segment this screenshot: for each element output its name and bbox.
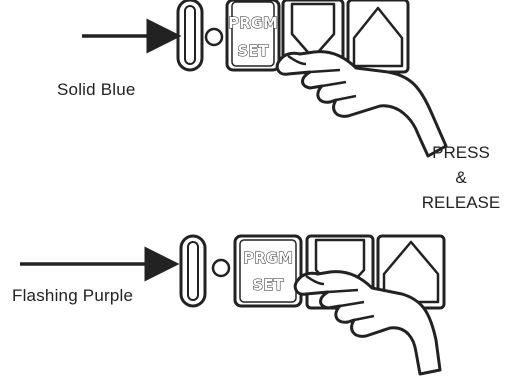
press-release-instruction: PRESS & RELEASE [413,140,509,215]
top-up-button[interactable] [346,0,410,74]
top-prgm-set-button[interactable]: PRGM SET [225,0,281,72]
top-up-arrow-icon [352,6,404,68]
bottom-prgm-set-button[interactable]: PRGM SET [233,234,303,308]
bottom-led-icon [211,258,231,278]
top-indicator-label: Solid Blue [57,80,136,99]
bottom-indicator-label: Flashing Purple [12,286,134,305]
bottom-up-button[interactable] [376,234,446,310]
bottom-pointing-hand-icon [293,270,442,376]
top-led-icon [204,27,224,47]
instruction-line-release: RELEASE [421,193,501,212]
top-prgm-label: PRGM [228,14,278,32]
bottom-slot-icon [179,234,207,308]
bottom-set-label: SET [252,276,284,294]
bottom-panel: PRGM SET [20,234,446,376]
top-panel: PRGM SET [82,0,448,158]
bottom-prgm-label: PRGM [243,249,293,267]
top-slot-icon [176,0,204,72]
instruction-line-press: PRESS [432,143,490,162]
top-set-label: SET [237,42,269,60]
top-pointing-hand-icon [275,50,448,158]
instruction-line-amp: & [455,168,467,187]
top-down-arrow-icon [290,2,336,60]
